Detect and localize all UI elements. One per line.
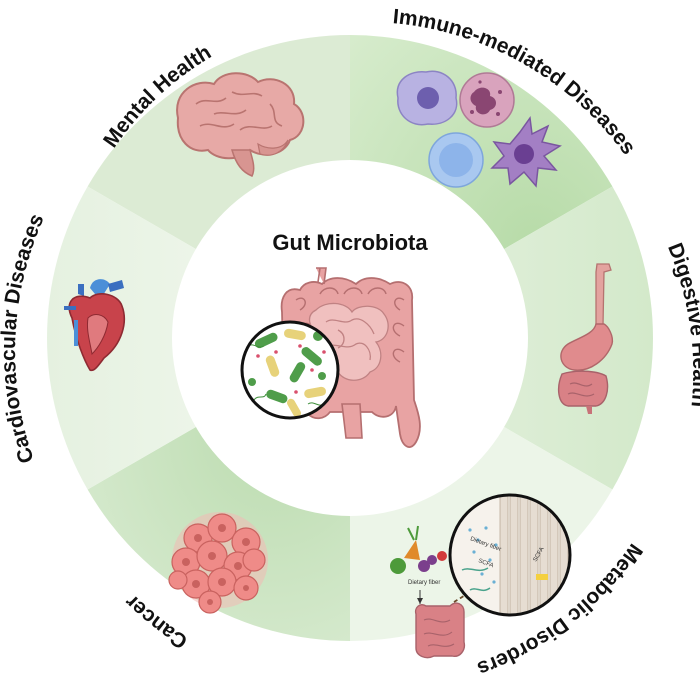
immune-cells-icon bbox=[396, 70, 562, 188]
lymphocyte-icon bbox=[396, 70, 458, 126]
label-cardiovascular: Cardiovascular Diseases bbox=[0, 210, 49, 466]
dendritic-cell-icon bbox=[490, 116, 562, 188]
gut-lining-magnifier: Dietary fiber SCFA SCFA bbox=[448, 493, 572, 617]
tumor-cluster-icon bbox=[168, 512, 268, 614]
brain-icon bbox=[176, 72, 305, 177]
granulocyte-icon bbox=[459, 72, 515, 128]
metabolic-illustration: Dietary fiber bbox=[390, 493, 572, 659]
microbiota-magnifier bbox=[240, 320, 340, 420]
label-digestive-health: Digestive Health bbox=[663, 240, 700, 408]
digestive-tract-icon bbox=[557, 263, 614, 414]
center-title: Gut Microbiota bbox=[272, 230, 428, 255]
vegetables-icon bbox=[390, 525, 447, 574]
heart-icon bbox=[64, 279, 126, 372]
label-cancer: Cancer bbox=[121, 590, 192, 653]
b-cell-icon bbox=[428, 132, 484, 188]
intestine-small-icon bbox=[414, 602, 466, 659]
dietary-fiber-label: Dietary fiber bbox=[408, 580, 440, 586]
inset-scfa-label: SCFA bbox=[477, 558, 494, 569]
bacteria-icons bbox=[247, 328, 326, 418]
